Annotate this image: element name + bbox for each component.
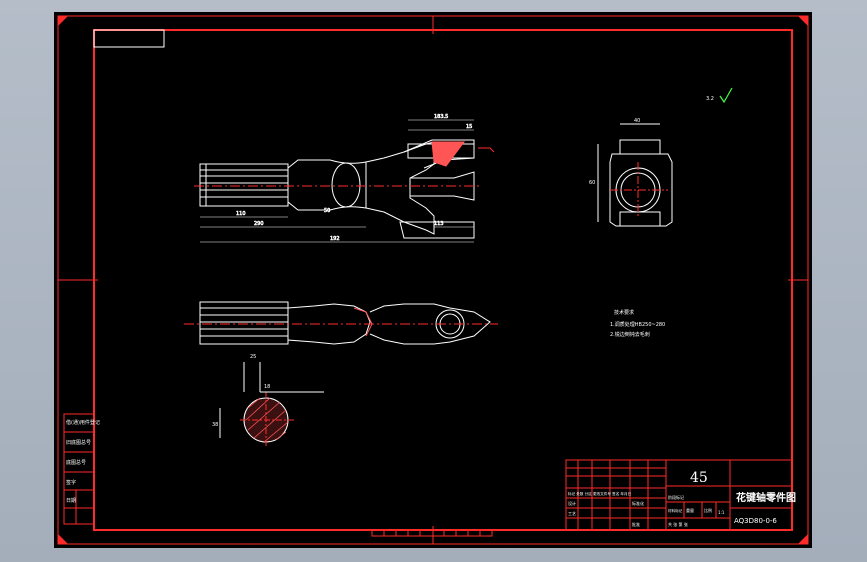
front-dimensions: 110 290 192 183.5 15 113 50 xyxy=(200,114,474,243)
side-label: 借(通)用件登记 xyxy=(66,419,100,426)
dim-label: 290 xyxy=(254,221,264,227)
drawing-number: AQ3D80-0-6 xyxy=(734,517,777,525)
section-dimensions: 18 38 25 xyxy=(212,354,270,428)
technical-requirements: 技术要求 1.调质处理HB250~280 2.锐边倒钝去毛刺 xyxy=(610,309,665,338)
dim-label: 183.5 xyxy=(434,114,448,120)
inner-frame xyxy=(93,29,793,531)
side-label: 旧底图总号 xyxy=(66,439,91,446)
tech-req-item: 1.调质处理HB250~280 xyxy=(610,321,665,328)
side-table xyxy=(63,413,95,525)
section-view xyxy=(219,362,324,448)
drawing-title: 花键轴零件图 xyxy=(736,491,796,504)
front-view xyxy=(194,139,482,239)
tb-marks: 标记 处数 分区 更改文件号 签名 年月日 xyxy=(568,491,631,496)
dim-label: 40 xyxy=(634,118,640,124)
dim-label: 15 xyxy=(466,124,472,130)
material-label: 45 xyxy=(690,470,708,486)
drawing-sheet: 借(通)用件登记 旧底图总号 底图总号 签字 日期 xyxy=(54,12,812,548)
dim-label: 113 xyxy=(434,221,444,227)
side-label: 签字 xyxy=(66,479,76,486)
side-label: 底图总号 xyxy=(66,459,86,466)
code-box xyxy=(93,29,165,48)
dim-label: 192 xyxy=(330,236,340,242)
tb-weight: 重量 xyxy=(686,507,694,513)
tb-standardization: 标准化 xyxy=(632,500,644,506)
side-label: 日期 xyxy=(66,498,76,504)
side-dimensions: 40 60 xyxy=(589,118,640,186)
tb-design: 设计 xyxy=(568,500,576,506)
dim-label: 38 xyxy=(212,422,218,428)
zone-ticks xyxy=(371,529,493,537)
corner-mark xyxy=(798,534,808,544)
tb-process: 工艺 xyxy=(568,511,576,516)
leader-line xyxy=(478,147,495,153)
tech-req-heading: 技术要求 xyxy=(614,309,634,316)
corner-mark xyxy=(798,16,808,26)
tech-req-item: 2.锐边倒钝去毛刺 xyxy=(610,331,650,338)
tb-stage: 阶段标记 xyxy=(668,494,684,500)
dim-label: 60 xyxy=(589,180,595,186)
outer-border xyxy=(57,15,809,545)
dim-label: 25 xyxy=(250,354,256,360)
roughness-symbol: 3.2 xyxy=(706,87,733,104)
scale-value: 1:1 xyxy=(718,510,725,515)
tb-material-mark: 材料标记 xyxy=(668,508,683,513)
dim-label: 110 xyxy=(236,211,246,217)
tb-sheets: 共 张 第 张 xyxy=(668,521,688,527)
side-view xyxy=(597,123,673,227)
title-block-text: 45 花键轴零件图 AQ3D80-0-6 1:1 阶段标记 共 张 第 张 标记… xyxy=(568,470,796,527)
title-block xyxy=(565,459,793,531)
dim-label: 18 xyxy=(264,384,270,390)
roughness-value: 3.2 xyxy=(706,96,714,102)
corner-mark xyxy=(58,534,68,544)
dim-label: 50 xyxy=(324,208,330,214)
side-table-labels: 借(通)用件登记 旧底图总号 底图总号 签字 日期 xyxy=(66,419,100,504)
tb-scale-label: 比例 xyxy=(704,507,712,513)
tb-approve: 批准 xyxy=(632,521,640,527)
corner-mark xyxy=(58,16,68,26)
top-view xyxy=(184,301,498,345)
drawing-canvas: 借(通)用件登记 旧底图总号 底图总号 签字 日期 xyxy=(57,15,809,545)
